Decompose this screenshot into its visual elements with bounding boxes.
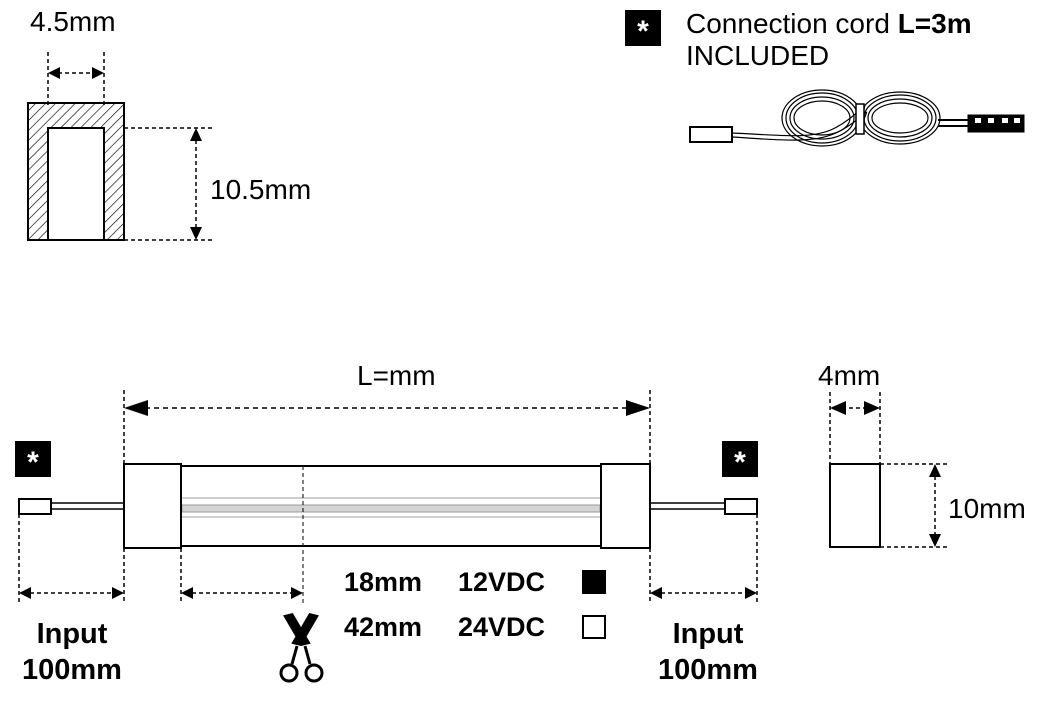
left-input-line1: Input bbox=[36, 618, 108, 650]
cut-option-length: 18mm bbox=[344, 567, 423, 597]
right-input-line1: Input bbox=[672, 618, 744, 650]
end-view-profile bbox=[829, 463, 881, 548]
strip-length-label: L=mm bbox=[357, 360, 436, 391]
cut-option-length: 42mm bbox=[344, 612, 423, 642]
left-input-dimension bbox=[18, 514, 125, 604]
end-view-height-label: 10mm bbox=[948, 493, 1026, 524]
cut-option-voltage: 12VDC bbox=[458, 567, 546, 597]
cut-interval-dimension bbox=[180, 548, 303, 604]
cord-included: INCLUDED bbox=[686, 40, 830, 71]
cord-title-text: Connection cord bbox=[686, 8, 898, 39]
left-end-cap bbox=[123, 463, 182, 549]
end-view-width-dimension bbox=[829, 392, 881, 464]
right-input-label: Input 100mm bbox=[648, 616, 768, 688]
cross-section-width-dimension bbox=[47, 52, 105, 105]
cross-section-height-dimension bbox=[124, 127, 215, 241]
cord-length: L=3m bbox=[897, 8, 972, 39]
led-strip bbox=[18, 463, 758, 604]
right-end-cap bbox=[600, 463, 651, 549]
right-input-dimension bbox=[649, 514, 758, 604]
cross-section-profile bbox=[27, 102, 125, 241]
left-star-badge: * bbox=[15, 441, 51, 479]
cord-right-connector bbox=[967, 114, 1025, 133]
cord-left-plug bbox=[689, 126, 733, 143]
cross-section-height-label: 10.5mm bbox=[210, 174, 312, 205]
left-input-label: Input 100mm bbox=[12, 616, 132, 688]
cut-option-swatch bbox=[582, 615, 606, 639]
strip-length-dimension bbox=[123, 390, 651, 466]
right-input-plug bbox=[724, 498, 758, 515]
left-input-plug bbox=[18, 498, 52, 515]
end-view-width-label: 4mm bbox=[818, 360, 881, 391]
right-input-line2: 100mm bbox=[658, 654, 758, 686]
end-view-height-dimension bbox=[880, 463, 950, 548]
right-star-badge: * bbox=[722, 441, 758, 479]
cut-option-swatch bbox=[582, 570, 606, 594]
cross-section-width-label: 4.5mm bbox=[30, 6, 116, 37]
cut-option-voltage: 24VDC bbox=[458, 612, 546, 642]
cord-title: Connection cord L=3m bbox=[686, 10, 972, 38]
cord-star-badge: * bbox=[625, 10, 661, 48]
left-input-line2: 100mm bbox=[22, 654, 122, 686]
connection-cord-drawing bbox=[689, 89, 1025, 147]
scissors-icon bbox=[279, 613, 324, 683]
